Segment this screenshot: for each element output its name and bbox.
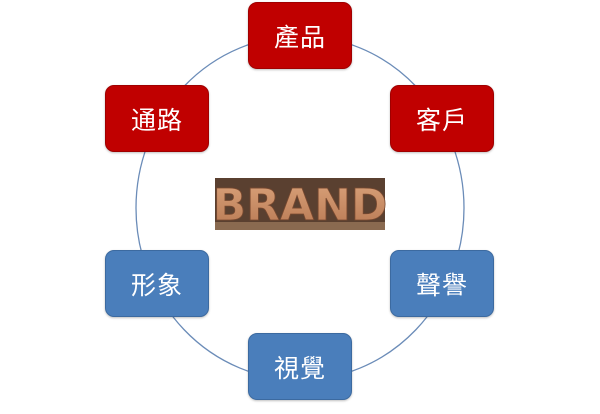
node-label: 聲譽	[415, 270, 468, 300]
node-reputation: 聲譽	[390, 250, 494, 317]
node-label: 形象	[130, 270, 183, 300]
node-channel: 通路	[105, 85, 209, 152]
svg-text:BRAND: BRAND	[213, 180, 387, 231]
node-label: 視覺	[273, 353, 326, 383]
node-visual: 視覺	[248, 333, 352, 400]
node-label: 客戶	[415, 105, 468, 135]
node-label: 通路	[130, 105, 183, 135]
node-image: 形象	[105, 250, 209, 317]
node-label: 產品	[273, 22, 326, 52]
brand-wood-type-image: BRAND	[212, 176, 388, 232]
node-customer: 客戶	[390, 85, 494, 152]
node-product: 產品	[248, 2, 352, 69]
